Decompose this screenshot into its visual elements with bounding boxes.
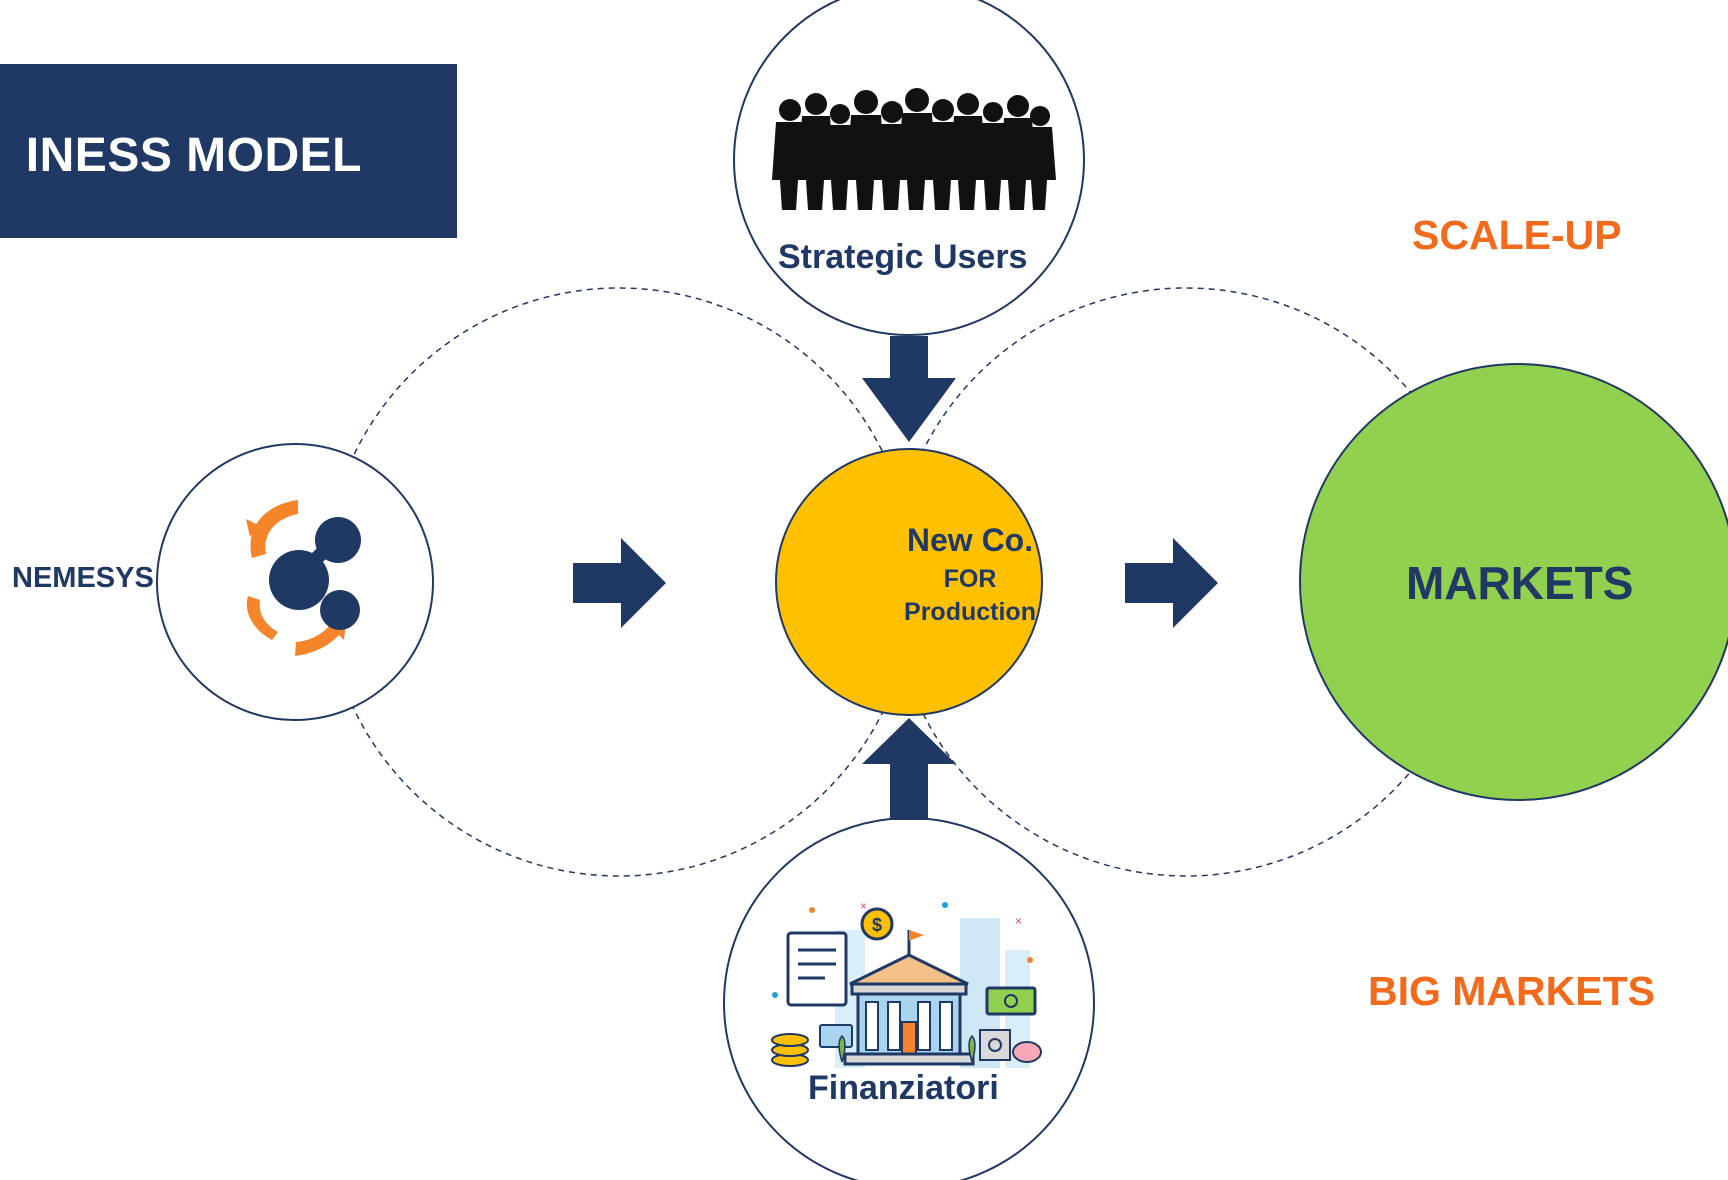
arrow-up-icon	[862, 718, 956, 820]
bank-finance-icon: $ × ×	[771, 899, 1042, 1068]
arrow-right-icon	[1125, 538, 1218, 628]
page-title: INESS MODEL	[25, 129, 362, 182]
newco-circle	[775, 448, 1043, 716]
svg-text:×: ×	[860, 899, 867, 913]
newco-line2: FOR	[943, 565, 997, 593]
newco-line3: Production	[904, 598, 1036, 626]
markets-label: MARKETS	[1406, 557, 1634, 609]
newco-label: New Co. FOR Production	[860, 522, 1080, 627]
arrow-right-icon	[573, 538, 666, 628]
scale-up-label: SCALE-UP	[1412, 212, 1622, 258]
strategic-users-label: Strategic Users	[778, 238, 1028, 276]
people-silhouettes-icon	[772, 88, 1056, 210]
arrow-down-icon	[862, 336, 956, 442]
nemesys-logo-icon	[246, 500, 361, 656]
finanziatori-label: Finanziatori	[808, 1069, 999, 1107]
nemesys-label: NEMESYS	[12, 562, 154, 594]
title-banner: INESS MODEL	[0, 64, 457, 238]
markets-circle	[1299, 363, 1728, 801]
svg-text:$: $	[872, 915, 882, 935]
big-markets-label: BIG MARKETS	[1368, 968, 1655, 1014]
svg-text:×: ×	[1015, 914, 1022, 928]
newco-line1: New Co.	[906, 522, 1034, 558]
